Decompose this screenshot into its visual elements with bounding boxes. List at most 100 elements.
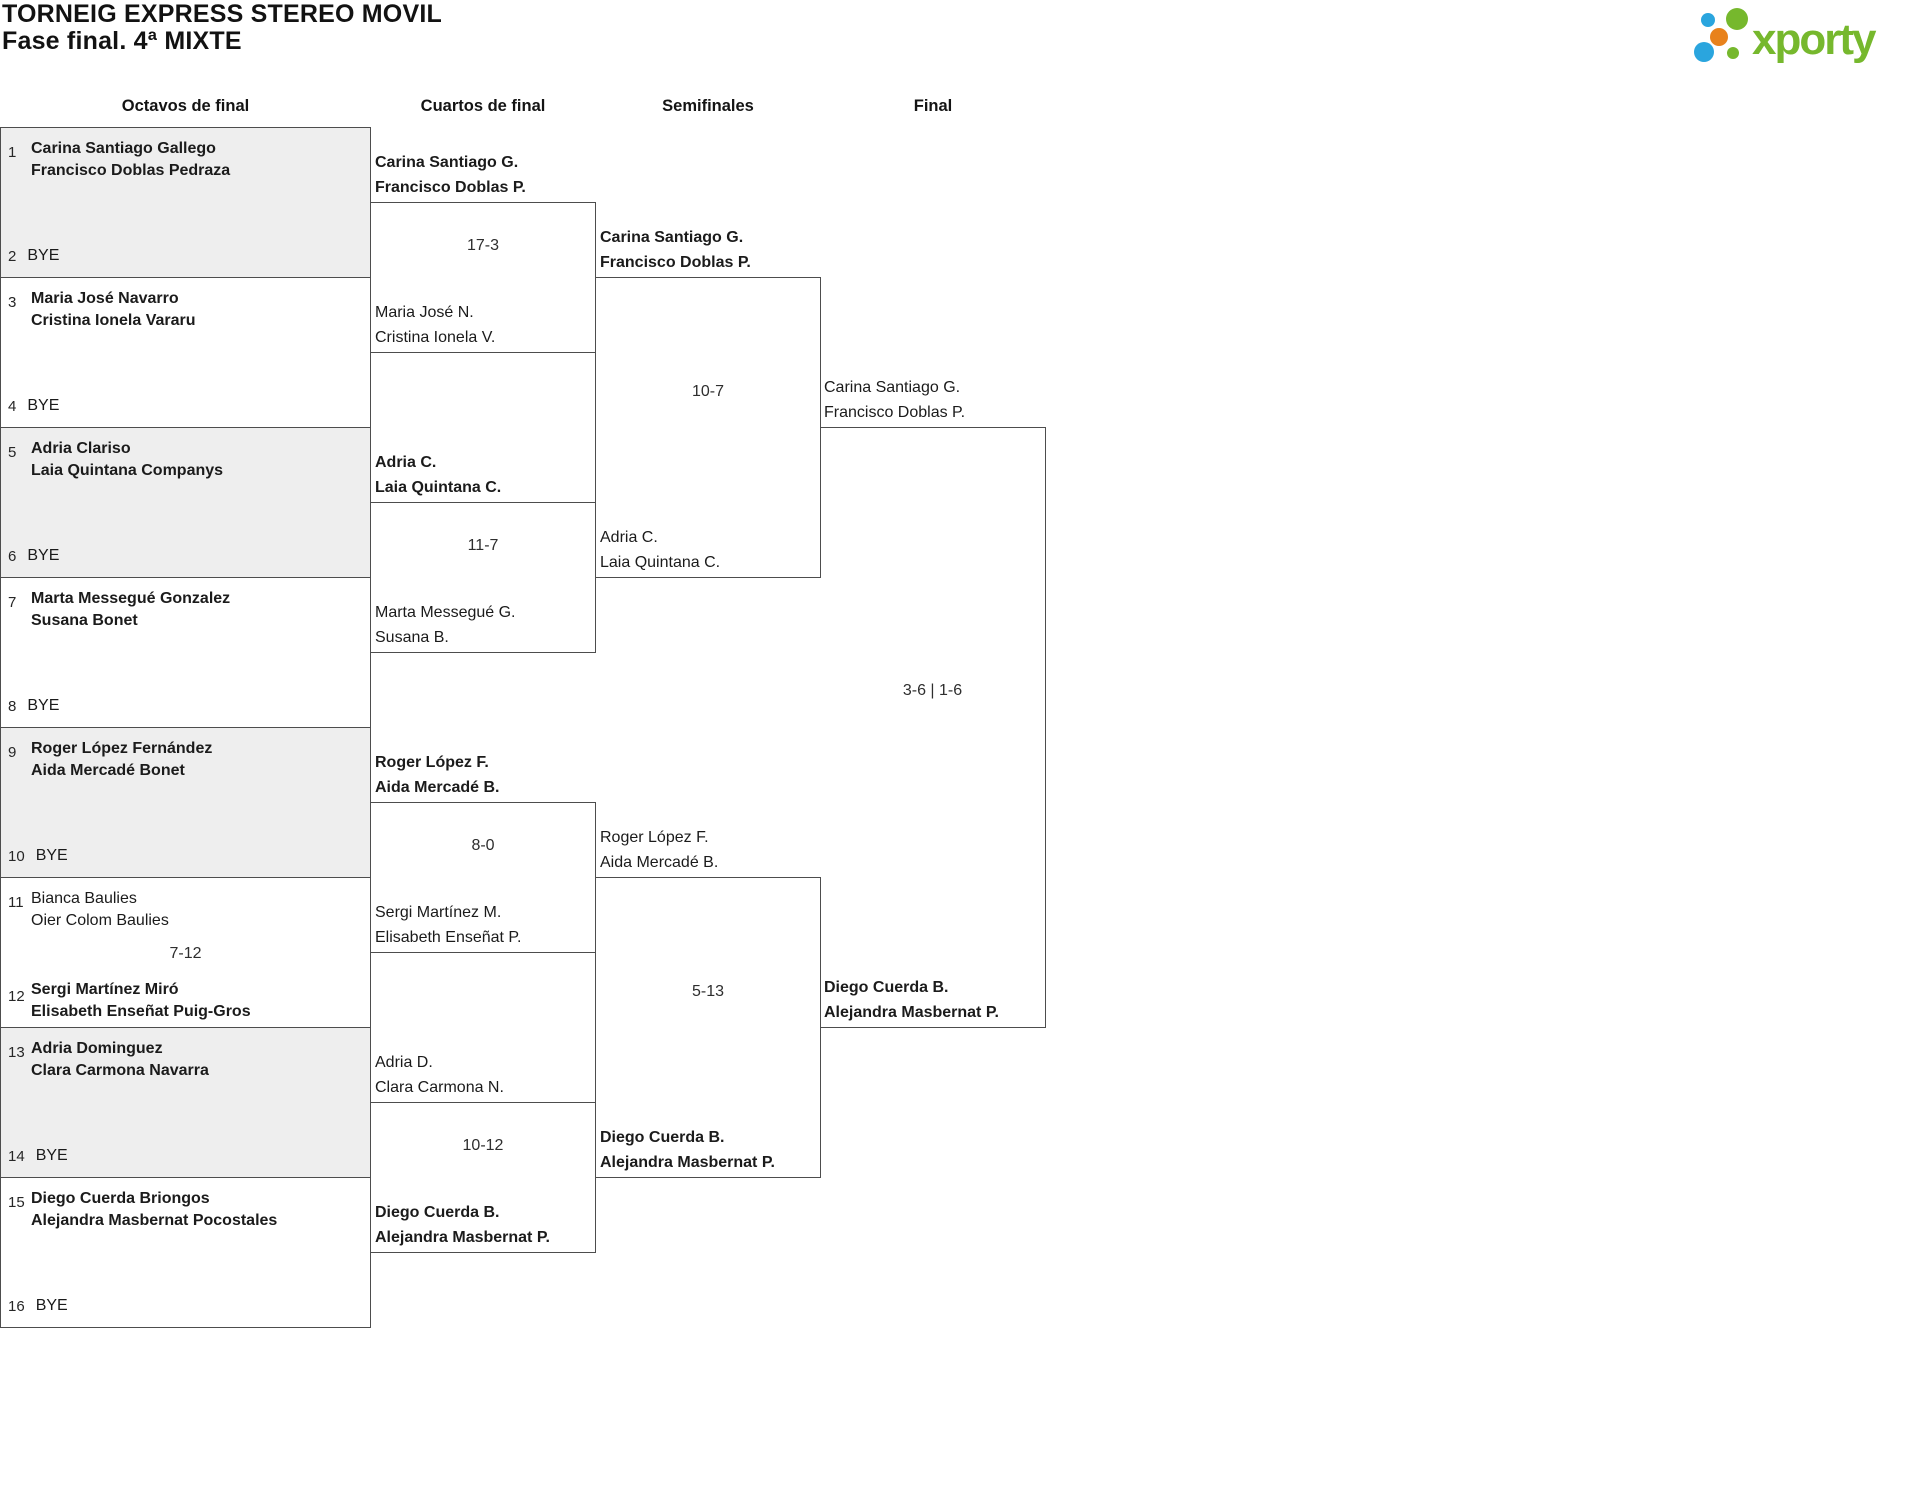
team-name: Carina Santiago G. Francisco Doblas P. — [375, 150, 526, 200]
player-name: Aida Mercadé B. — [600, 854, 719, 871]
bye-row: 2 BYE — [8, 247, 59, 265]
brand-logo[interactable]: xporty — [1690, 0, 1916, 72]
team-name: Adria D. Clara Carmona N. — [375, 1050, 504, 1100]
seed-number: 12 — [8, 988, 25, 1005]
match-semifinal-1: Carina Santiago G. Francisco Doblas P. 1… — [595, 229, 821, 578]
seed-number: 10 — [8, 848, 25, 865]
logo-wordmark: xporty — [1752, 15, 1876, 64]
team-name: Maria José N. Cristina Ionela V. — [375, 300, 495, 350]
tournament-name: TORNEIG EXPRESS STEREO MOVIL — [2, 0, 442, 28]
match-semifinal-2: Roger López F. Aida Mercadé B. 5-13 Dieg… — [595, 829, 821, 1178]
team-name: Sergi Martínez M. Elisabeth Enseñat P. — [375, 900, 521, 950]
match-score: 10-12 — [462, 1137, 504, 1154]
seed-number: 15 — [8, 1194, 25, 1211]
player-name: Clara Carmona Navarra — [31, 1062, 209, 1079]
round-header-cuartos: Cuartos de final — [420, 97, 546, 115]
team-name: Roger López F. Aida Mercadé B. — [600, 825, 718, 875]
player-name: Clara Carmona N. — [375, 1079, 504, 1096]
player-name: Carina Santiago G. — [375, 154, 519, 171]
team-name: Adria C. Laia Quintana C. — [375, 450, 501, 500]
seed-number: 8 — [8, 698, 17, 715]
bye-label: BYE — [27, 397, 60, 414]
round-header-final: Final — [913, 97, 953, 115]
player-name: Alejandra Masbernat Pocostales — [31, 1212, 278, 1229]
player-name: Sergi Martínez Miró — [31, 981, 179, 998]
match-octavos-2: 3 Maria José Navarro Cristina Ionela Var… — [0, 277, 371, 428]
match-score: 11-7 — [467, 537, 499, 554]
page-title: TORNEIG EXPRESS STEREO MOVIL Fase final.… — [2, 1, 442, 55]
match-octavos-1: 1 Carina Santiago Gallego Francisco Dobl… — [0, 127, 371, 278]
seed-number: 1 — [8, 144, 17, 161]
player-name: Laia Quintana Companys — [31, 462, 224, 479]
player-name: Francisco Doblas P. — [375, 179, 526, 196]
team-name: Diego Cuerda B. Alejandra Masbernat P. — [600, 1125, 775, 1175]
team-name: Carina Santiago G. Francisco Doblas P. — [600, 225, 751, 275]
match-score: 8-0 — [471, 837, 495, 854]
bye-row: 16 BYE — [8, 1297, 68, 1315]
player-name: Adria D. — [375, 1054, 433, 1071]
player-name: Susana B. — [375, 629, 449, 646]
player-name: Carina Santiago G. — [600, 229, 744, 246]
team-name: Adria Dominguez Clara Carmona Navarra — [31, 1038, 209, 1082]
seed-number: 4 — [8, 398, 17, 415]
seed-number: 11 — [8, 894, 24, 911]
match-score: 5-13 — [691, 983, 725, 1000]
team-name: Adria C. Laia Quintana C. — [600, 525, 720, 575]
player-name: Carina Santiago Gallego — [31, 140, 216, 157]
player-name: Francisco Doblas P. — [600, 254, 751, 271]
player-name: Laia Quintana C. — [375, 479, 502, 496]
player-name: Carina Santiago G. — [824, 379, 961, 396]
player-name: Marta Messegué G. — [375, 604, 516, 621]
player-name: Marta Messegué Gonzalez — [31, 590, 231, 607]
match-octavos-3: 5 Adria Clariso Laia Quintana Companys 6… — [0, 427, 371, 578]
bye-row: 4 BYE — [8, 397, 59, 415]
seed-number: 14 — [8, 1148, 25, 1165]
bye-row: 10 BYE — [8, 847, 68, 865]
player-name: Aida Mercadé Bonet — [31, 762, 185, 779]
match-score: 3-6 | 1-6 — [902, 682, 963, 699]
player-name: Alejandra Masbernat P. — [375, 1229, 550, 1246]
team-name: Carina Santiago Gallego Francisco Doblas… — [31, 138, 230, 182]
player-name: Adria C. — [375, 454, 437, 471]
player-name: Maria José Navarro — [31, 290, 179, 307]
bye-label: BYE — [27, 547, 60, 564]
player-name: Diego Cuerda B. — [600, 1129, 725, 1146]
bye-label: BYE — [35, 1147, 68, 1164]
match-octavos-5: 9 Roger López Fernández Aida Mercadé Bon… — [0, 727, 371, 878]
player-name: Laia Quintana C. — [600, 554, 721, 571]
player-name: Alejandra Masbernat P. — [824, 1004, 999, 1021]
player-name: Adria Clariso — [31, 440, 131, 457]
player-name: Roger López F. — [375, 754, 489, 771]
match-score: 17-3 — [466, 237, 500, 254]
player-name: Bianca Baulies — [31, 890, 137, 907]
match-octavos-4: 7 Marta Messegué Gonzalez Susana Bonet 8… — [0, 577, 371, 728]
team-name: Adria Clariso Laia Quintana Companys — [31, 438, 223, 482]
player-name: Francisco Doblas P. — [824, 404, 966, 421]
bye-label: BYE — [27, 247, 60, 264]
team-name: Roger López F. Aida Mercadé B. — [375, 750, 499, 800]
seed-number: 16 — [8, 1298, 25, 1315]
match-octavos-6: 11 Bianca Baulies Oier Colom Baulies 7-1… — [0, 877, 371, 1028]
team-name: Roger López Fernández Aida Mercadé Bonet — [31, 738, 212, 782]
seed-number: 13 — [8, 1044, 25, 1061]
player-name: Elisabeth Enseñat P. — [375, 929, 522, 946]
logo-dot-blue-large-icon — [1694, 42, 1714, 62]
player-name: Diego Cuerda Briongos — [31, 1190, 210, 1207]
phase-subtitle: Fase final. 4ª MIXTE — [2, 27, 242, 55]
player-name: Aida Mercadé B. — [375, 779, 500, 796]
logo-dot-green-small-icon — [1727, 47, 1739, 59]
seed-number: 2 — [8, 248, 17, 265]
logo-dot-green-large-icon — [1726, 8, 1748, 30]
player-name: Sergi Martínez M. — [375, 904, 502, 921]
player-name: Roger López Fernández — [31, 740, 213, 757]
team-name: Bianca Baulies Oier Colom Baulies — [31, 888, 169, 932]
match-octavos-7: 13 Adria Dominguez Clara Carmona Navarra… — [0, 1027, 371, 1178]
bye-label: BYE — [35, 1297, 68, 1314]
team-name: Maria José Navarro Cristina Ionela Varar… — [31, 288, 196, 332]
seed-number: 6 — [8, 548, 17, 565]
player-name: Oier Colom Baulies — [31, 912, 169, 929]
team-name: Sergi Martínez Miró Elisabeth Enseñat Pu… — [31, 979, 251, 1023]
match-cuartos-2: Adria C. Laia Quintana C. 11-7 Marta Mes… — [370, 454, 596, 653]
match-score: 10-7 — [691, 383, 725, 400]
